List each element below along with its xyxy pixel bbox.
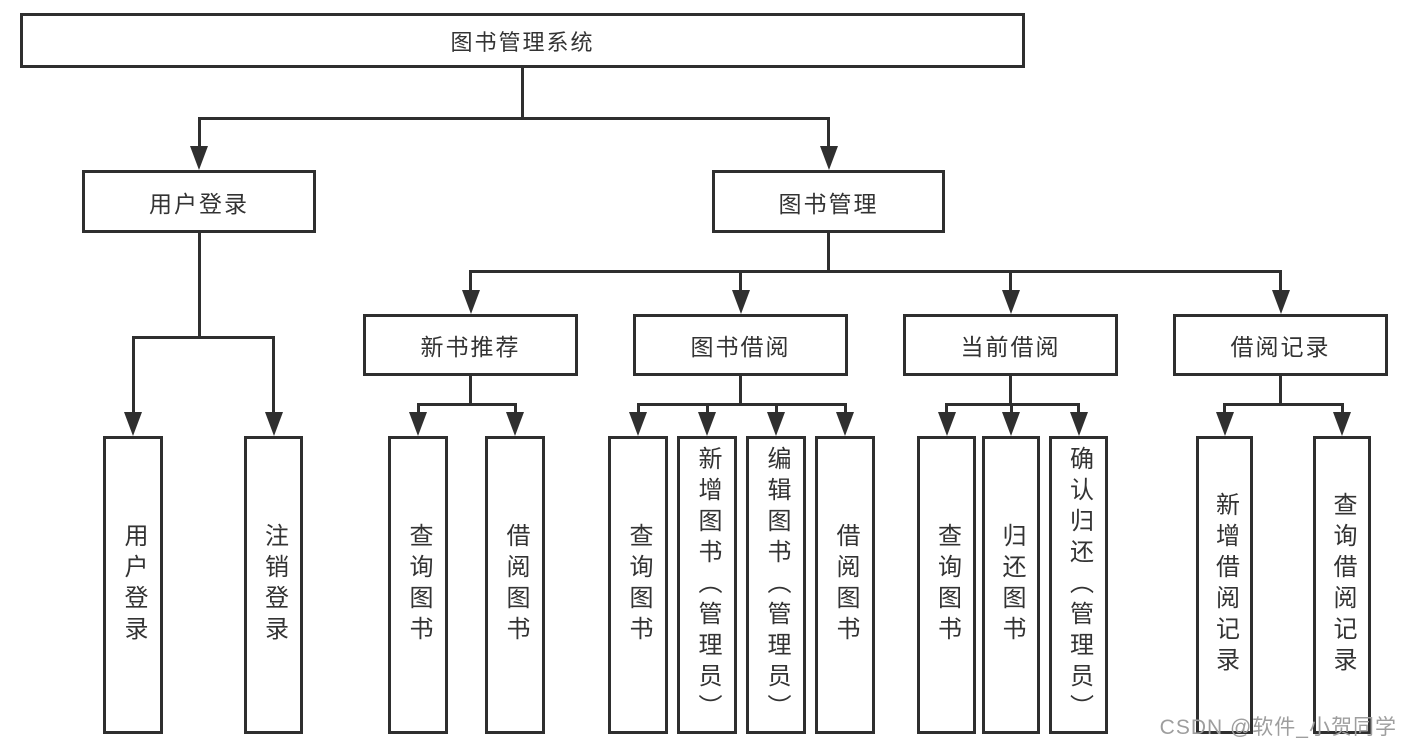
- node-leaf-query-book-2: 查询图书: [608, 436, 668, 734]
- arrowhead-icon: [264, 412, 283, 436]
- connector-drop-current-borrow: [1009, 271, 1012, 290]
- arrowhead-icon: [1069, 412, 1088, 436]
- node-current-borrow: 当前借阅: [903, 314, 1118, 376]
- node-leaf-add-book-admin: 新增图书（管理员）: [677, 436, 737, 734]
- connector-drop-new-book-rec: [469, 271, 472, 290]
- node-book-borrow: 图书借阅: [633, 314, 848, 376]
- connector-stem-root: [521, 68, 524, 118]
- connector-drop-leaf-query-book-3: [945, 404, 948, 412]
- arrowhead-icon: [190, 146, 208, 170]
- arrowhead-icon: [629, 412, 647, 436]
- connector-drop-book-borrow: [739, 271, 742, 290]
- arrowhead-icon: [819, 146, 838, 170]
- node-leaf-confirm-return-admin: 确认归还（管理员）: [1049, 436, 1108, 734]
- connector-drop-leaf-borrow-book-1: [513, 404, 517, 412]
- connector-drop-leaf-logout: [272, 337, 275, 412]
- connector-bus-current-borrow: [945, 402, 1080, 406]
- arrowhead-icon: [767, 412, 785, 436]
- arrowhead-icon: [1333, 412, 1351, 436]
- connector-stem-borrow-records: [1279, 376, 1282, 404]
- arrowhead-icon: [1001, 290, 1020, 314]
- connector-stem-new-book-rec: [469, 376, 472, 404]
- arrowhead-icon: [937, 412, 956, 436]
- connector-stem-login-branch: [197, 233, 201, 337]
- connector-drop-leaf-borrow-book-2: [843, 404, 847, 412]
- connector-drop-leaf-add-borrow-record: [1223, 404, 1226, 412]
- connector-drop-leaf-query-book-2: [636, 404, 640, 412]
- arrowhead-icon: [1271, 290, 1290, 314]
- connector-drop-borrow-records: [1279, 271, 1282, 290]
- arrowhead-icon: [461, 290, 480, 314]
- connector-bus-book-borrow: [636, 402, 847, 406]
- arrowhead-icon: [698, 412, 716, 436]
- node-login-branch: 用户登录: [82, 170, 316, 233]
- arrowhead-icon: [506, 412, 524, 436]
- connector-bus-book-mgmt-branch: [469, 269, 1282, 273]
- connector-bus-borrow-records: [1223, 402, 1344, 406]
- arrowhead-icon: [1002, 412, 1020, 436]
- connector-bus-root: [197, 116, 830, 120]
- connector-drop-leaf-add-book-admin: [705, 404, 709, 412]
- connector-stem-current-borrow: [1009, 376, 1012, 404]
- arrowhead-icon: [409, 412, 427, 436]
- arrowhead-icon: [731, 290, 750, 314]
- node-leaf-query-book-1: 查询图书: [388, 436, 448, 734]
- node-leaf-logout: 注销登录: [244, 436, 303, 734]
- node-leaf-query-borrow-record: 查询借阅记录: [1313, 436, 1371, 734]
- node-leaf-return-book: 归还图书: [982, 436, 1040, 734]
- connector-stem-book-borrow: [739, 376, 742, 404]
- node-borrow-records: 借阅记录: [1173, 314, 1388, 376]
- connector-drop-leaf-user-login: [131, 337, 135, 412]
- node-leaf-borrow-book-1: 借阅图书: [485, 436, 545, 734]
- arrowhead-icon: [124, 412, 142, 436]
- connector-bus-login-branch: [131, 335, 275, 339]
- node-leaf-edit-book-admin: 编辑图书（管理员）: [746, 436, 806, 734]
- arrowhead-icon: [836, 412, 854, 436]
- node-book-mgmt-branch: 图书管理: [712, 170, 945, 233]
- connector-stem-book-mgmt-branch: [827, 233, 830, 271]
- connector-drop-leaf-query-book-1: [416, 404, 420, 412]
- connector-drop-login-branch: [197, 118, 201, 146]
- node-root: 图书管理系统: [20, 13, 1025, 68]
- connector-drop-book-mgmt-branch: [827, 118, 830, 146]
- connector-drop-leaf-query-borrow-record: [1340, 404, 1344, 412]
- arrowhead-icon: [1215, 412, 1234, 436]
- connector-bus-new-book-rec: [416, 402, 517, 406]
- node-leaf-query-book-3: 查询图书: [917, 436, 976, 734]
- connector-drop-leaf-return-book: [1009, 404, 1013, 412]
- node-leaf-user-login: 用户登录: [103, 436, 163, 734]
- csdn-watermark: CSDN @软件_小贺同学: [1159, 716, 1397, 739]
- node-leaf-borrow-book-2: 借阅图书: [815, 436, 875, 734]
- connector-drop-leaf-edit-book-admin: [774, 404, 778, 412]
- node-new-book-rec: 新书推荐: [363, 314, 578, 376]
- node-leaf-add-borrow-record: 新增借阅记录: [1196, 436, 1253, 734]
- connector-drop-leaf-confirm-return-admin: [1077, 404, 1080, 412]
